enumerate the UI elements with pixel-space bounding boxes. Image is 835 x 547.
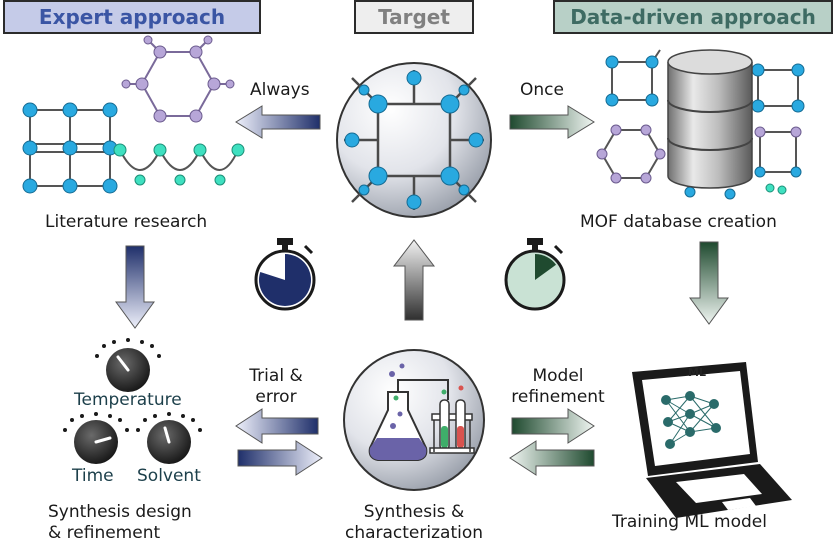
mof-structure-icon bbox=[22, 35, 245, 194]
arrow-synthesis-to-target bbox=[392, 239, 436, 321]
temperature-label: Temperature bbox=[74, 390, 182, 410]
expert-approach-header: Expert approach bbox=[3, 0, 261, 34]
model-refinement-label: Model refinement bbox=[511, 366, 605, 407]
arrow-trial-right bbox=[237, 440, 323, 476]
stopwatch-icon bbox=[254, 238, 316, 311]
arrow-trial-left bbox=[235, 408, 319, 444]
trial-error-label: Trial & error bbox=[249, 366, 303, 407]
expert-approach-title: Expert approach bbox=[38, 5, 226, 29]
stopwatch-icon bbox=[504, 238, 566, 311]
knob-icon bbox=[95, 338, 161, 392]
knob-icon bbox=[63, 412, 129, 464]
arrow-model-left bbox=[509, 440, 595, 476]
arrow-once bbox=[509, 105, 595, 139]
once-label: Once bbox=[520, 80, 564, 100]
mof-database-label: MOF database creation bbox=[580, 212, 777, 232]
arrow-database-to-training bbox=[689, 241, 729, 325]
data-driven-header: Data-driven approach bbox=[553, 0, 833, 34]
arrow-always bbox=[235, 105, 321, 139]
training-ml-label: Training ML model bbox=[612, 512, 767, 532]
knob-icon bbox=[136, 412, 202, 464]
always-label: Always bbox=[250, 80, 310, 100]
laptop-screen-text: ML bbox=[688, 366, 706, 379]
target-header: Target bbox=[354, 0, 474, 34]
laptop-icon bbox=[632, 362, 792, 518]
data-driven-title: Data-driven approach bbox=[570, 5, 816, 29]
arrow-literature-to-synthesis-design bbox=[115, 245, 155, 329]
solvent-label: Solvent bbox=[137, 466, 201, 486]
synthesis-design-label: Synthesis design & refinement bbox=[48, 502, 192, 543]
time-label: Time bbox=[72, 466, 114, 486]
test-tube-icon bbox=[429, 385, 475, 454]
literature-research-label: Literature research bbox=[45, 212, 208, 232]
flask-icon bbox=[343, 349, 485, 491]
target-title: Target bbox=[378, 5, 450, 29]
target-sphere-icon bbox=[336, 62, 492, 218]
database-icon bbox=[596, 49, 805, 200]
synthesis-characterization-label: Synthesis & characterization bbox=[344, 502, 484, 543]
arrow-model-right bbox=[511, 408, 595, 444]
